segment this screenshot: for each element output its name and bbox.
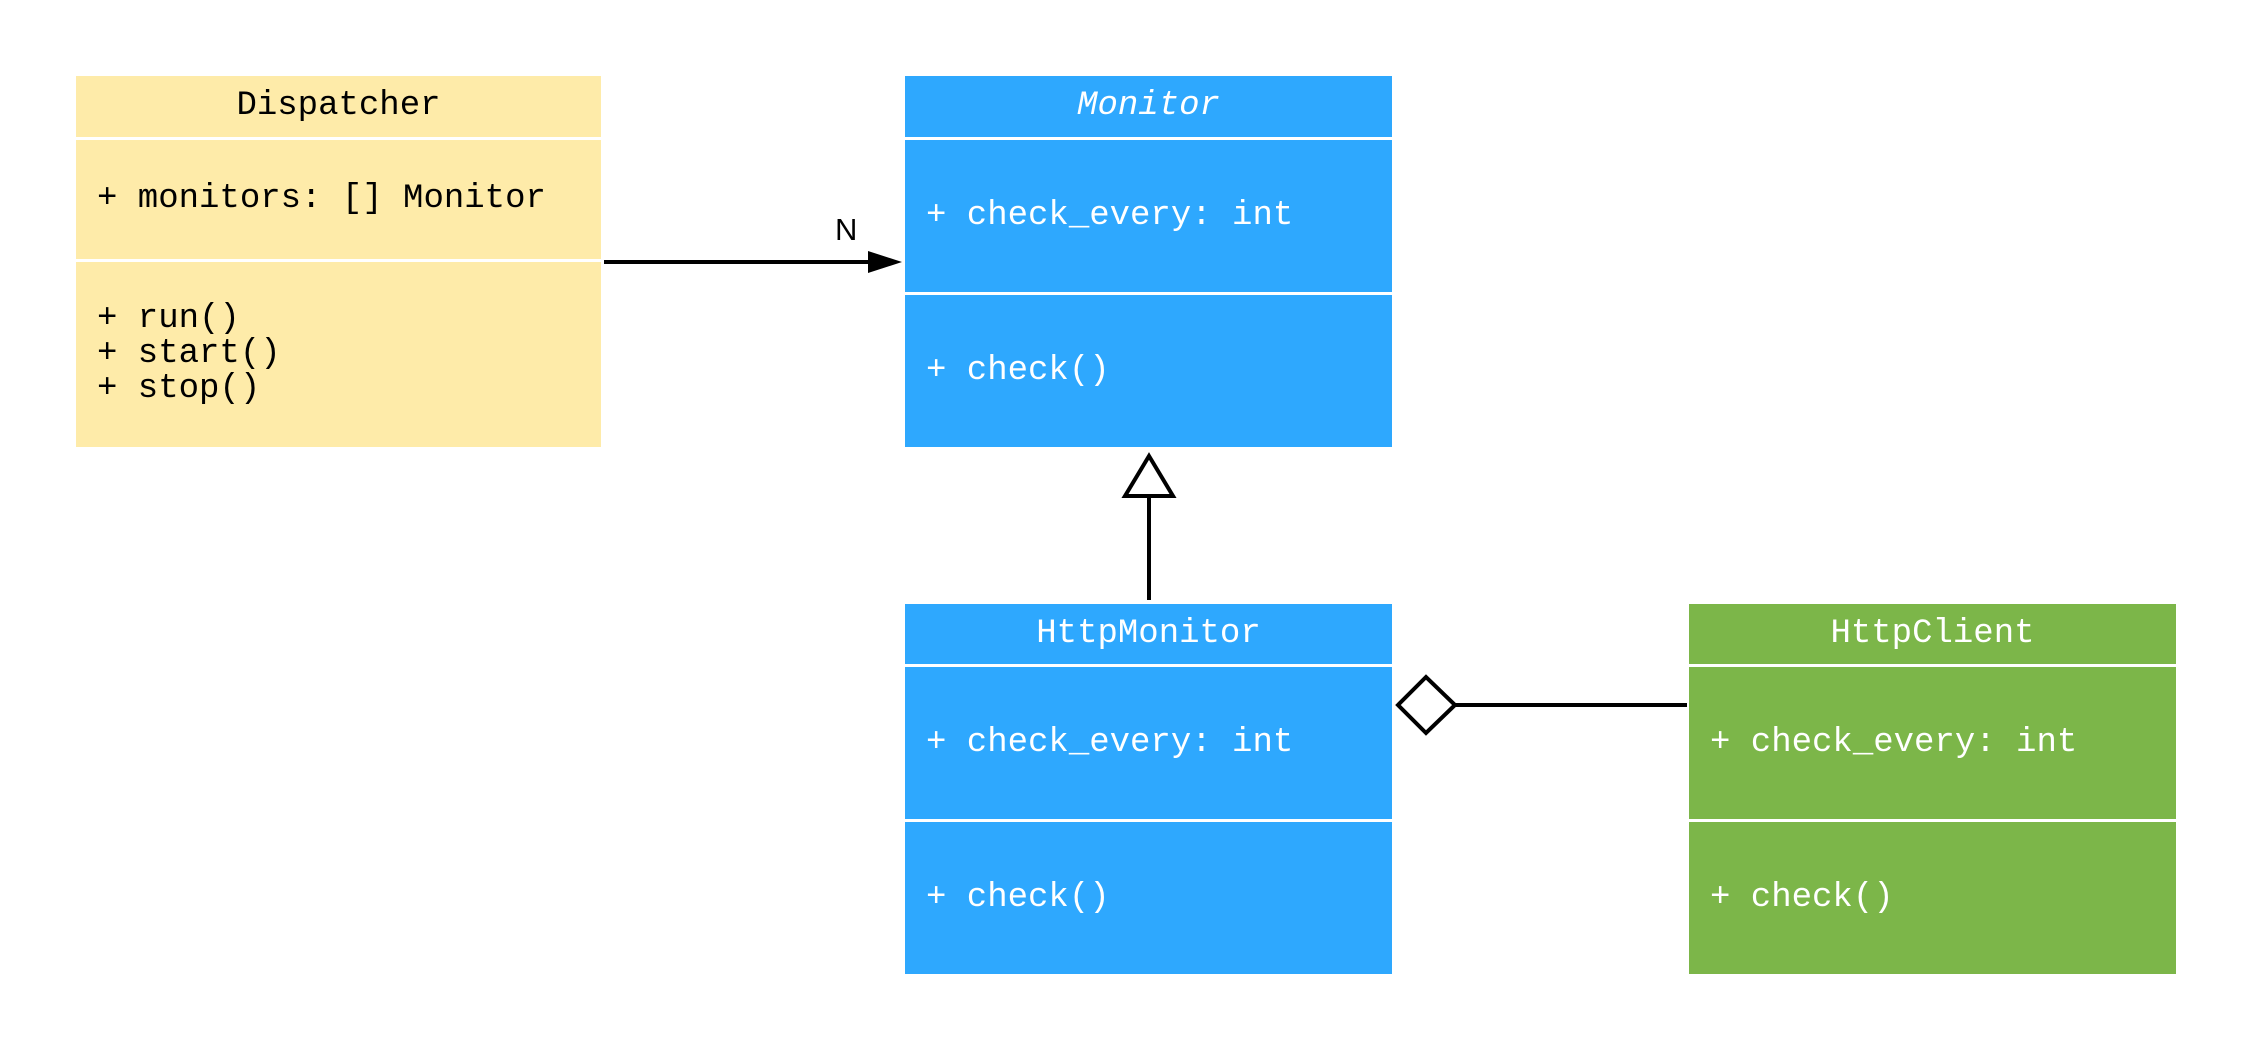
class-dispatcher: Dispatcher + monitors: [] Monitor + run(…: [76, 76, 601, 447]
method: + stop(): [97, 370, 261, 408]
multiplicity-label: N: [835, 212, 858, 247]
attribute: + check_every: int: [1710, 723, 2078, 762]
class-methods: + run() + start() + stop(): [76, 262, 601, 447]
hollow-diamond-icon: [1395, 674, 1458, 736]
class-name: Monitor: [905, 76, 1392, 137]
class-attributes: + monitors: [] Monitor: [76, 140, 601, 259]
association-dispatcher-monitor: [604, 251, 902, 273]
class-name: Dispatcher: [76, 76, 601, 137]
class-http-client: HttpClient + check_every: int + check(): [1689, 604, 2176, 974]
arrowhead-icon: [868, 251, 902, 273]
attribute: + check_every: int: [926, 723, 1294, 762]
class-methods: + check(): [905, 822, 1392, 974]
method: + run(): [97, 300, 240, 338]
class-monitor: Monitor + check_every: int + check(): [905, 76, 1392, 447]
class-attributes: + check_every: int: [905, 667, 1392, 819]
method: + check(): [926, 351, 1110, 390]
class-name: HttpMonitor: [905, 604, 1392, 664]
generalization-httpmonitor-monitor: [1121, 452, 1177, 600]
class-attributes: + check_every: int: [905, 140, 1392, 292]
class-attributes: + check_every: int: [1689, 667, 2176, 819]
method: + check(): [926, 878, 1110, 917]
class-name: HttpClient: [1689, 604, 2176, 664]
method: + check(): [1710, 878, 1894, 917]
attribute: + monitors: [] Monitor: [97, 180, 546, 218]
aggregation-httpclient-httpmonitor: [1395, 674, 1687, 736]
class-methods: + check(): [905, 295, 1392, 447]
attribute: + check_every: int: [926, 196, 1294, 235]
class-methods: + check(): [1689, 822, 2176, 974]
method: + start(): [97, 335, 281, 373]
class-http-monitor: HttpMonitor + check_every: int + check(): [905, 604, 1392, 974]
hollow-triangle-icon: [1121, 452, 1177, 498]
